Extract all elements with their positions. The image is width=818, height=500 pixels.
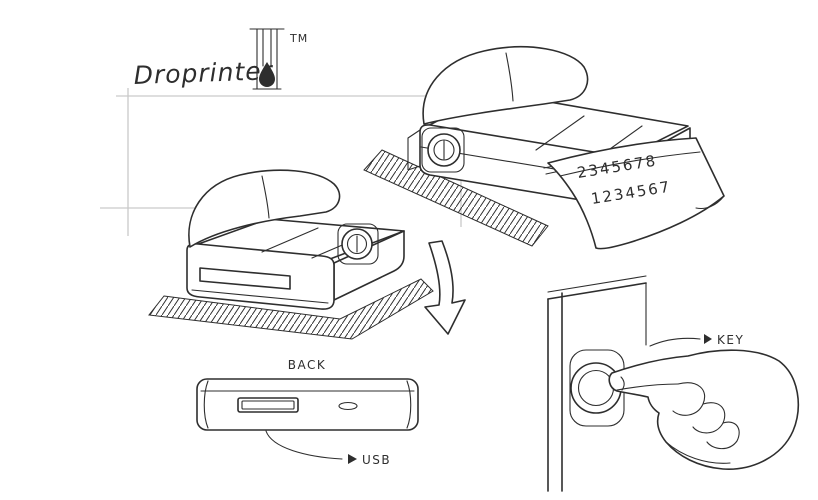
pinky-finger-knuckle [706,421,740,450]
back-panel-left-cap [203,380,209,429]
droplet-icon [259,62,275,87]
dial-mount-plate [421,127,465,173]
key-pointer-icon [704,334,712,344]
usb-port [237,397,299,413]
droplet-logo-icon [249,28,285,90]
key-label: KEY [717,333,744,347]
power-port-slot [338,401,358,411]
trademark-mark: TM [289,32,308,45]
down-arrow-icon [424,240,466,335]
thumb-line [665,441,731,464]
hand-silhouette [608,349,799,470]
backrest-seam-line [505,52,514,102]
key-leader-line [649,337,701,347]
feed-dial-inner [346,233,368,255]
printer-perspective-large: 2345678 1234567 [363,46,725,250]
mattress-seam-1 [535,115,585,151]
device-back-view: BACK USB [196,358,419,467]
paper-fold-line [559,151,701,177]
key-button-detail: KEY [547,275,799,492]
usb-label: USB [362,453,391,467]
feed-dial-inner [433,139,455,161]
fingertip-nail-line [620,376,625,391]
usb-leader-line [265,430,343,460]
printer-backrest-hump [188,169,341,248]
printer-perspective-small [148,169,434,340]
printer-backrest-hump [422,46,589,125]
branding: Droprinter TM [133,28,308,90]
printed-receipt-paper [547,137,725,250]
printer-left-end-cap [407,129,421,171]
usb-pointer-icon [348,454,357,464]
mattress-seam-1 [261,227,319,253]
backrest-seam-line [261,175,270,219]
wall-top-edge-2 [547,275,647,293]
wall-top-edge [547,282,647,300]
back-panel-right-cap [406,380,412,429]
back-view-label: BACK [288,358,326,372]
shadow-hatch-large [363,149,549,247]
shadow-hatch-small [148,278,434,340]
back-panel-body [196,378,419,431]
paper-output-slot [199,267,291,290]
paper-corner-curl [695,195,725,210]
base-detail-line [191,289,329,304]
product-title: Droprinter [133,56,274,90]
printer-right-face [333,230,405,301]
dial-mount-plate [337,223,379,265]
usb-port-inner [241,400,295,410]
